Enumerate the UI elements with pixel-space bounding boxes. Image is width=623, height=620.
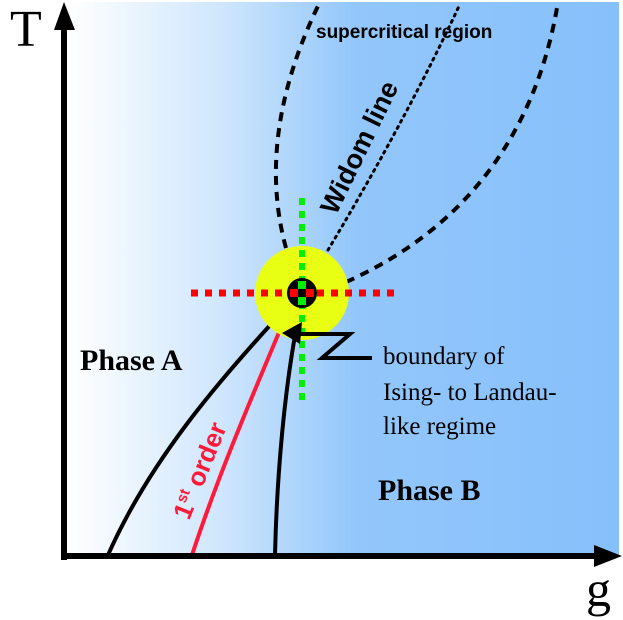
- phase-a-boundary-curve: [106, 320, 275, 556]
- annotation-line-2: Ising- to Landau-: [383, 379, 557, 406]
- first-order-label-superscript: st: [173, 487, 194, 506]
- phase-a-label: Phase A: [80, 344, 183, 377]
- ising-landau-boundary-line: [273, 329, 298, 556]
- critical-point-red-right: [306, 289, 314, 297]
- supercritical-left-boundary: [273, 5, 320, 249]
- x-axis-label: g: [586, 561, 611, 617]
- critical-point-green-top: [298, 281, 306, 289]
- annotation-arrowhead-icon: [282, 322, 302, 344]
- widom-line: [326, 2, 462, 252]
- annotation-line-3: like regime: [383, 413, 496, 440]
- annotation-arrow-line: [296, 332, 372, 360]
- y-axis-arrowhead-icon: [54, 2, 75, 30]
- first-order-line: [190, 329, 282, 556]
- annotation-line-1: boundary of: [383, 343, 505, 370]
- critical-point-green-bottom: [298, 297, 306, 305]
- supercritical-right-boundary: [345, 7, 559, 284]
- critical-point-red-left: [290, 289, 298, 297]
- phase-b-label: Phase B: [378, 474, 481, 507]
- supercritical-region-label: supercritical region: [316, 22, 492, 43]
- critical-point: [287, 278, 317, 308]
- x-axis-arrowhead-icon: [594, 545, 622, 567]
- y-axis-label: T: [10, 1, 42, 58]
